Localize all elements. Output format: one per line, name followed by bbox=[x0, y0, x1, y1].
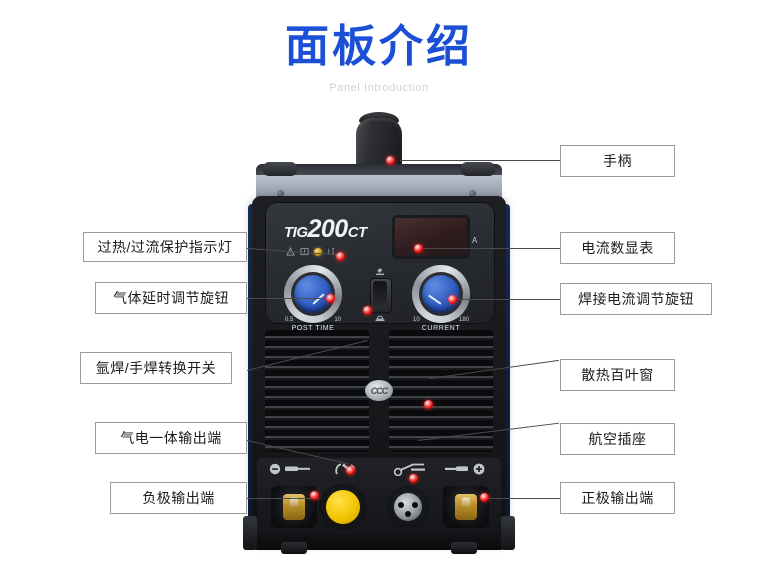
callout-positive-output[interactable]: 正极输出端 bbox=[560, 482, 675, 514]
gas-post-time-max: 10 bbox=[334, 317, 341, 323]
brand-tig-text: TIG bbox=[284, 224, 308, 241]
handle-mount-left bbox=[263, 162, 297, 176]
aviation-pin-1 bbox=[398, 502, 404, 508]
negative-terminal-pin bbox=[290, 497, 298, 507]
brand-number-text: 200 bbox=[307, 215, 349, 243]
page-subtitle: Panel Introduction bbox=[329, 82, 429, 94]
page-title: 面板介绍 bbox=[285, 22, 473, 71]
leader-line-current-display bbox=[423, 248, 560, 249]
gas-post-time-knob-cap[interactable] bbox=[294, 275, 332, 313]
display-unit-label: A bbox=[472, 236, 478, 245]
top-cover-edge bbox=[256, 164, 502, 175]
handle-mount-right bbox=[461, 162, 495, 176]
aviation-pin-3 bbox=[405, 511, 411, 517]
gas-electric-output-connector[interactable] bbox=[319, 484, 367, 530]
welding-current-max: 180 bbox=[458, 317, 469, 323]
marker-dot-gas-delay-knob bbox=[326, 294, 335, 303]
callout-gas-electric-output-label: 气电一体输出端 bbox=[120, 430, 222, 446]
output-connector-panel bbox=[257, 458, 501, 536]
callout-aviation-socket[interactable]: 航空插座 bbox=[560, 423, 675, 455]
leader-line-negative-output bbox=[247, 498, 319, 499]
callout-overheat-indicator[interactable]: 过热/过流保护指示灯 bbox=[83, 232, 247, 262]
leader-line-positive-output bbox=[488, 498, 560, 499]
callout-handle[interactable]: 手柄 bbox=[560, 145, 675, 177]
leader-line-welding-current-knob bbox=[456, 299, 560, 300]
aviation-socket-face bbox=[394, 493, 422, 521]
ccc-certification-badge: CCC bbox=[365, 380, 393, 401]
welding-machine-image: TIG200CT A bbox=[243, 112, 515, 554]
leader-line-gas-delay-knob bbox=[247, 298, 335, 299]
callout-cooling-louver[interactable]: 散热百叶窗 bbox=[560, 359, 675, 391]
welding-current-knob-cap[interactable] bbox=[422, 275, 460, 313]
callout-tig-mma-switch-label: 氩焊/手焊转换开关 bbox=[95, 360, 217, 376]
marker-dot-current-display bbox=[414, 244, 423, 253]
marker-dot-overheat-indicator bbox=[336, 252, 345, 261]
callout-gas-electric-output[interactable]: 气电一体输出端 bbox=[95, 422, 247, 454]
tig-mma-selector-switch[interactable] bbox=[365, 265, 395, 327]
welding-current-min: 10 bbox=[413, 317, 420, 323]
marker-dot-welding-current-knob bbox=[448, 295, 457, 304]
cover-screw-left bbox=[277, 190, 284, 197]
cover-screw-right bbox=[469, 190, 476, 197]
connector-icon-row bbox=[257, 462, 501, 478]
power-indicator-icon bbox=[314, 247, 322, 256]
welding-current-knob-scale: 10 180 bbox=[412, 317, 470, 323]
foot-left bbox=[281, 542, 307, 554]
cooling-louvers: CCC bbox=[265, 330, 493, 452]
brand-ct-text: CT bbox=[347, 224, 368, 241]
welding-current-knob-pointer bbox=[428, 294, 442, 305]
gas-post-time-knob-scale: 0.5 10 bbox=[284, 317, 342, 323]
callout-current-display-label: 电流数显表 bbox=[581, 240, 654, 256]
callout-positive-output-label: 正极输出端 bbox=[581, 490, 654, 506]
marker-dot-negative-output bbox=[310, 491, 319, 500]
power-indicator-icon bbox=[328, 248, 335, 255]
positive-terminal-post bbox=[455, 494, 477, 520]
switch-rocker[interactable] bbox=[373, 281, 387, 308]
remote-control-icon bbox=[393, 463, 425, 476]
positive-terminal-pin bbox=[462, 497, 470, 507]
callout-cooling-louver-label: 散热百叶窗 bbox=[581, 367, 654, 383]
callout-aviation-socket-label: 航空插座 bbox=[588, 431, 647, 447]
aviation-socket-connector[interactable] bbox=[387, 486, 429, 528]
callout-handle-label: 手柄 bbox=[603, 153, 632, 169]
tig-torch-icon bbox=[376, 268, 384, 275]
side-rail-right bbox=[502, 204, 510, 534]
callout-welding-current-knob-label: 焊接电流调节旋钮 bbox=[578, 291, 694, 307]
callout-overheat-indicator-label: 过热/过流保护指示灯 bbox=[97, 239, 233, 255]
side-fin-left bbox=[243, 516, 257, 550]
brand-model: TIG200CT bbox=[284, 215, 367, 244]
callout-tig-mma-switch[interactable]: 氩焊/手焊转换开关 bbox=[80, 352, 232, 384]
foot-right bbox=[451, 542, 477, 554]
marker-dot-positive-output bbox=[480, 493, 489, 502]
aviation-pin-2 bbox=[412, 502, 418, 508]
marker-dot-handle bbox=[386, 156, 395, 165]
current-digital-display bbox=[392, 215, 470, 259]
control-panel: TIG200CT A bbox=[265, 202, 495, 332]
callout-gas-delay-knob[interactable]: 气体延时调节旋钮 bbox=[95, 282, 247, 314]
welding-current-knob[interactable]: 10 180 CURRENT bbox=[412, 265, 470, 332]
mma-electrode-icon bbox=[375, 315, 385, 322]
negative-terminal-post bbox=[283, 494, 305, 520]
callout-negative-output[interactable]: 负极输出端 bbox=[110, 482, 247, 514]
negative-polarity-icon bbox=[269, 463, 310, 475]
callout-welding-current-knob[interactable]: 焊接电流调节旋钮 bbox=[560, 283, 712, 315]
leader-line-handle bbox=[400, 160, 560, 161]
louver-group-left bbox=[265, 330, 369, 452]
negative-output-terminal[interactable] bbox=[271, 486, 317, 528]
side-fin-right bbox=[501, 516, 515, 550]
callout-current-display[interactable]: 电流数显表 bbox=[560, 232, 675, 264]
callout-gas-delay-knob-label: 气体延时调节旋钮 bbox=[113, 290, 229, 306]
gas-post-time-knob[interactable]: 0.5 10 POST TIME bbox=[284, 265, 342, 332]
callout-negative-output-label: 负极输出端 bbox=[142, 490, 215, 506]
positive-polarity-icon bbox=[445, 463, 485, 475]
louver-group-right bbox=[389, 330, 493, 452]
marker-dot-aviation-socket bbox=[409, 474, 418, 483]
welding-current-knob-label: CURRENT bbox=[421, 325, 461, 332]
marker-dot-tig-mma-switch bbox=[363, 306, 372, 315]
gas-post-time-knob-label: POST TIME bbox=[291, 325, 335, 332]
gas-post-time-min: 0.5 bbox=[285, 317, 294, 323]
marker-dot-gas-electric-output bbox=[346, 466, 355, 475]
machine-base bbox=[252, 534, 506, 550]
marker-dot-cooling-louver bbox=[424, 400, 433, 409]
